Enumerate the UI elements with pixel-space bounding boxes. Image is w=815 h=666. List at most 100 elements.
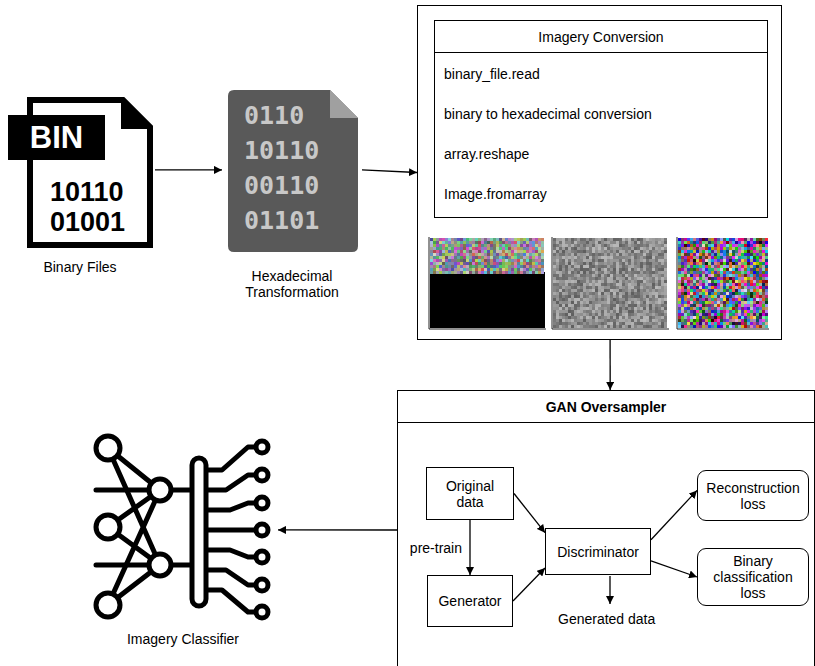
pixel (640, 268, 643, 271)
pixel (562, 244, 565, 247)
pixel (658, 268, 661, 271)
pixel (756, 268, 759, 271)
pixel (469, 259, 472, 262)
pixel (559, 283, 562, 286)
pixel (664, 271, 667, 274)
pixel (430, 271, 433, 274)
pixel (610, 265, 613, 268)
pixel (753, 265, 756, 268)
pixel (556, 313, 559, 316)
pixel (577, 244, 580, 247)
pixel (723, 238, 726, 241)
pixel (658, 301, 661, 304)
pixel (574, 244, 577, 247)
pixel (640, 304, 643, 307)
pixel (720, 268, 723, 271)
pixel (577, 271, 580, 274)
pixel (622, 241, 625, 244)
pixel (604, 256, 607, 259)
pixel (616, 238, 619, 241)
pixel (559, 280, 562, 283)
pixel (619, 322, 622, 325)
pixel (562, 265, 565, 268)
pixel (451, 250, 454, 253)
pixel (658, 253, 661, 256)
pixel (759, 271, 762, 274)
pixel (720, 238, 723, 241)
pixel (729, 256, 732, 259)
pixel (529, 253, 532, 256)
pixel (571, 271, 574, 274)
pixel (762, 238, 765, 241)
pixel (463, 247, 466, 250)
pixel (598, 268, 601, 271)
pixel (484, 262, 487, 265)
pixel (643, 283, 646, 286)
pixel (508, 262, 511, 265)
pixel (574, 256, 577, 259)
pixel (652, 322, 655, 325)
pixel (637, 292, 640, 295)
pixel (637, 319, 640, 322)
pixel (532, 250, 535, 253)
pixel (577, 241, 580, 244)
pixel (634, 286, 637, 289)
pixel (448, 241, 451, 244)
pixel (753, 259, 756, 262)
pixel (568, 325, 571, 328)
pixel (589, 262, 592, 265)
pixel (720, 274, 723, 277)
pixel (658, 271, 661, 274)
pixel (619, 310, 622, 313)
thumbnail-group (429, 237, 769, 329)
pixel (661, 247, 664, 250)
pixel (562, 310, 565, 313)
pixel (634, 253, 637, 256)
pixel (523, 259, 526, 262)
pixel (616, 241, 619, 244)
pixel (562, 298, 565, 301)
pixel (586, 238, 589, 241)
pixel (690, 241, 693, 244)
pixel (481, 238, 484, 241)
pixel (616, 274, 619, 277)
pixel (610, 292, 613, 295)
pixel (571, 241, 574, 244)
pixel (451, 244, 454, 247)
pixel (598, 277, 601, 280)
pixel (723, 256, 726, 259)
pixel (598, 259, 601, 262)
pixel (646, 244, 649, 247)
pixel (649, 304, 652, 307)
pixel (658, 262, 661, 265)
pixel (580, 268, 583, 271)
pixel (556, 322, 559, 325)
pixel (628, 265, 631, 268)
pixel (705, 253, 708, 256)
pixel (508, 268, 511, 271)
pixel (741, 241, 744, 244)
pixel (430, 268, 433, 271)
pixel (472, 241, 475, 244)
pixel (478, 247, 481, 250)
pixel (598, 295, 601, 298)
pixel (526, 256, 529, 259)
pixel (646, 262, 649, 265)
pixel (750, 274, 753, 277)
pixel (762, 244, 765, 247)
pixel (502, 247, 505, 250)
pixel (741, 259, 744, 262)
pixel (643, 325, 646, 328)
pixel (580, 250, 583, 253)
pixel (619, 301, 622, 304)
pixel (553, 283, 556, 286)
pixel (714, 253, 717, 256)
pixel (631, 256, 634, 259)
pixel (565, 244, 568, 247)
pixel (711, 247, 714, 250)
pixel (640, 262, 643, 265)
pixel (765, 274, 768, 277)
pixel (592, 259, 595, 262)
pixel (753, 268, 756, 271)
pixel (568, 277, 571, 280)
